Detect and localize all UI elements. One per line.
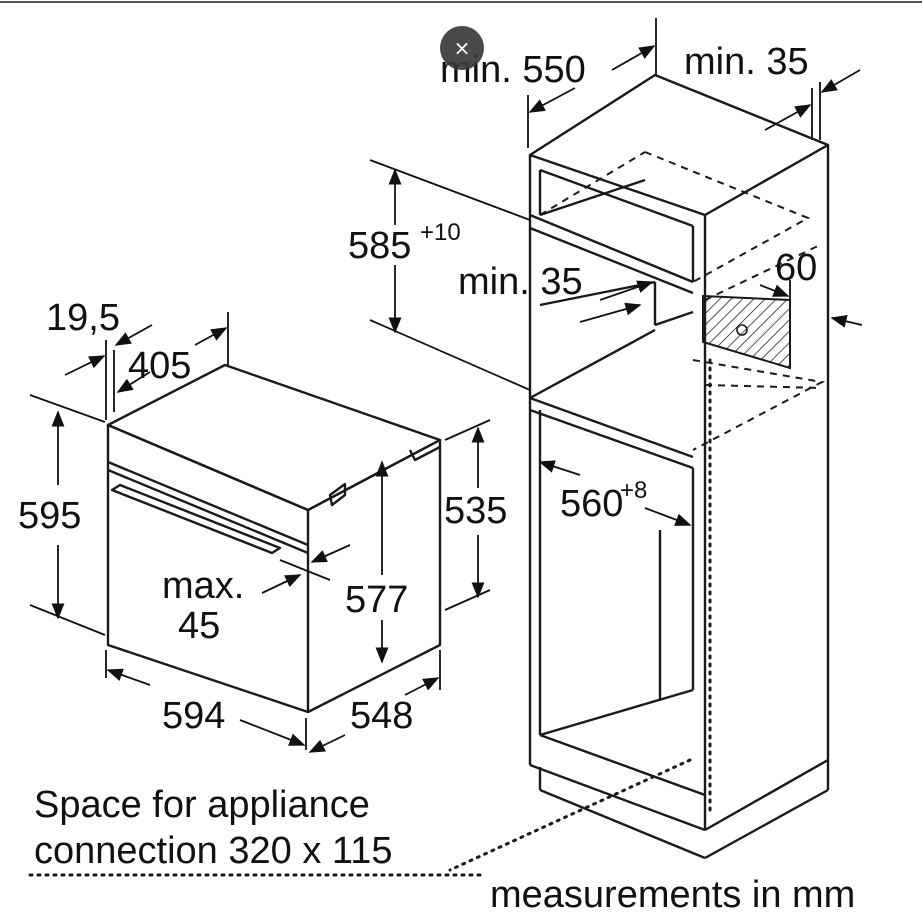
label-548: 548 [350, 695, 413, 737]
label-560: 560 [560, 483, 623, 525]
label-min-35-top: min. 35 [684, 41, 809, 83]
label-595: 595 [18, 495, 81, 537]
label-45: 45 [178, 605, 220, 647]
oven-appliance [106, 363, 442, 714]
cabinet-unit [28, 73, 830, 877]
label-space-line1: Space for appliance [34, 784, 370, 826]
dimension-labels: min. 550 min. 35 585 +10 min. 35 60 19,5… [18, 41, 855, 916]
label-585: 585 [348, 225, 411, 267]
oven-handle [110, 483, 282, 555]
label-405: 405 [128, 345, 191, 387]
label-594: 594 [162, 695, 225, 737]
label-min-35-mid: min. 35 [458, 261, 583, 303]
label-19-5: 19,5 [46, 297, 120, 339]
label-577: 577 [345, 579, 408, 621]
close-icon: × [453, 36, 471, 60]
label-measurements-unit: measurements in mm [490, 874, 855, 916]
label-535: 535 [444, 490, 507, 532]
close-button[interactable]: × [440, 26, 484, 70]
label-space-line2: connection 320 x 115 [34, 830, 392, 872]
dimension-lines [29, 18, 863, 753]
label-max: max. [162, 565, 244, 607]
label-585-tolerance: +10 [420, 219, 461, 246]
label-560-tolerance: +8 [620, 477, 647, 504]
label-60: 60 [775, 247, 817, 289]
